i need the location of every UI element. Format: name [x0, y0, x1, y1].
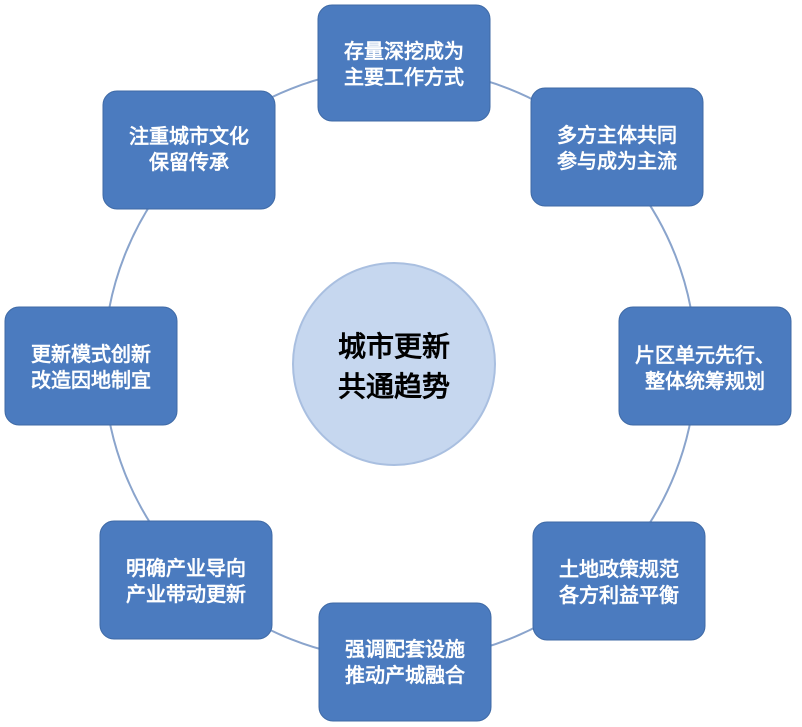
- node-label-line1: 强调配套设施: [345, 637, 465, 661]
- node-label-line2: 整体统筹规划: [644, 369, 765, 393]
- node-label-line1: 多方主体共同: [557, 123, 677, 147]
- center-label-line2: 共通趋势: [338, 370, 450, 403]
- node-box: [317, 4, 491, 122]
- node-box: [618, 306, 792, 426]
- center-node: 城市更新 共通趋势: [292, 262, 496, 466]
- node-label-line2: 推动产城融合: [345, 663, 466, 687]
- node-label-line1: 存量深挖成为: [344, 39, 464, 63]
- node-label-line2: 参与成为主流: [557, 149, 677, 173]
- node-area-unit-planning: 片区单元先行、 整体统筹规划: [618, 306, 792, 426]
- node-multi-party: 多方主体共同 参与成为主流: [530, 87, 704, 207]
- node-urban-culture: 注重城市文化 保留传承: [102, 90, 276, 210]
- node-label-line2: 各方利益平衡: [558, 583, 679, 607]
- node-label-line1: 注重城市文化: [129, 124, 249, 148]
- node-model-innovation: 更新模式创新 改造因地制宜: [4, 306, 178, 426]
- node-land-policy: 土地政策规范 各方利益平衡: [532, 521, 706, 641]
- node-label-line1: 片区单元先行、: [635, 343, 775, 367]
- node-box: [318, 602, 492, 722]
- node-box: [532, 521, 706, 641]
- node-label-line2: 保留传承: [148, 150, 229, 174]
- node-label-line2: 改造因地制宜: [31, 368, 151, 392]
- node-label-line2: 主要工作方式: [344, 65, 464, 89]
- node-box: [102, 90, 276, 210]
- node-box: [99, 520, 273, 640]
- node-box: [530, 87, 704, 207]
- center-circle: [292, 262, 496, 466]
- center-label-line1: 城市更新: [338, 330, 450, 363]
- node-label-line2: 产业带动更新: [126, 582, 246, 606]
- node-industry-guidance: 明确产业导向 产业带动更新: [99, 520, 273, 640]
- node-supporting-facilities: 强调配套设施 推动产城融合: [318, 602, 492, 722]
- node-stock-deep-dig: 存量深挖成为 主要工作方式: [317, 4, 491, 122]
- node-label-line1: 土地政策规范: [559, 557, 679, 581]
- node-box: [4, 306, 178, 426]
- node-label-line1: 更新模式创新: [31, 342, 151, 366]
- node-label-line1: 明确产业导向: [126, 556, 246, 580]
